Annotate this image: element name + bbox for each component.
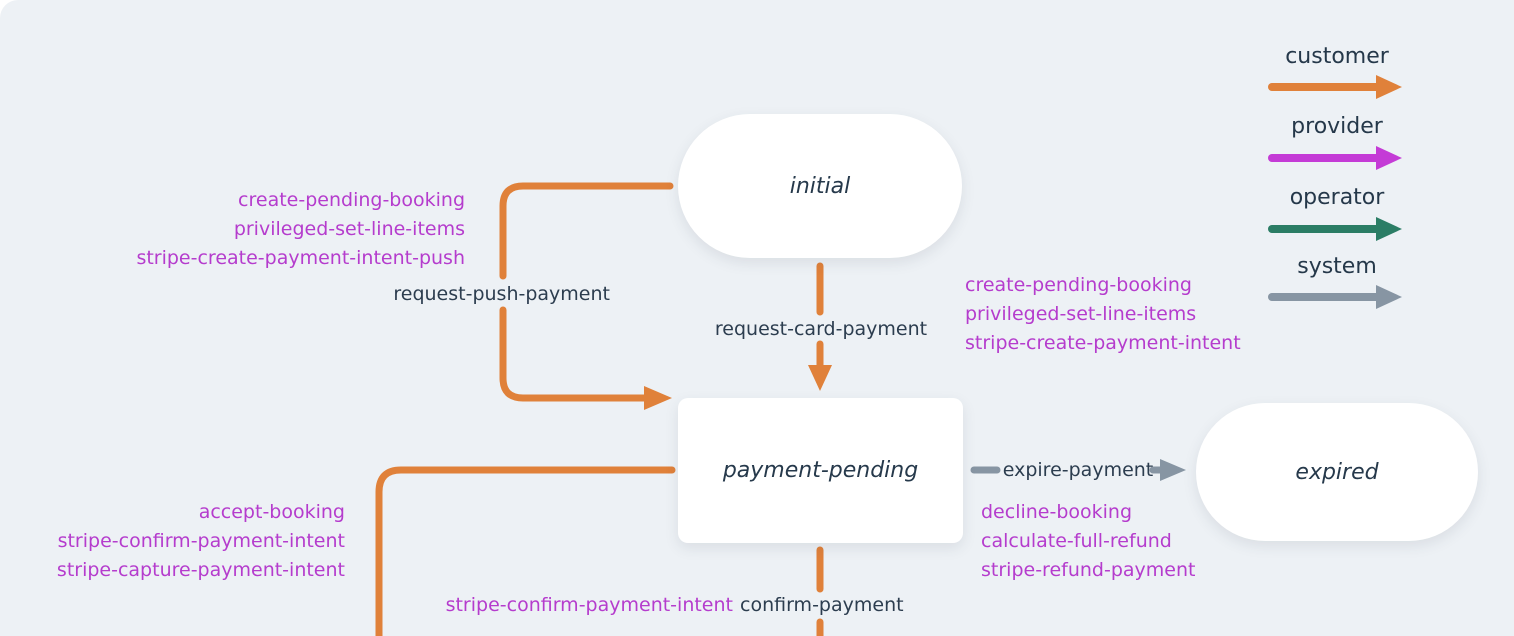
actions-accept-booking: accept-booking stripe-confirm-payment-in… [57,498,345,585]
provider-arrow-icon [1268,146,1402,170]
action-item: stripe-confirm-payment-intent [445,594,733,616]
legend-label-system: system [1297,254,1377,279]
action-item: calculate-full-refund [981,530,1172,552]
state-label-payment-pending: payment-pending [722,458,919,483]
transition-label-confirm-payment: confirm-payment [740,594,904,616]
transition-label-request-card-payment: request-card-payment [714,318,928,340]
actions-request-card-payment: create-pending-booking privileged-set-li… [965,271,1241,358]
edge-accept-booking [375,466,676,636]
arrowhead-icon [808,365,832,391]
state-node-expired: expired [1196,403,1478,541]
action-item: stripe-refund-payment [981,559,1196,581]
action-item: stripe-create-payment-intent [965,332,1241,354]
edge-request-card-payment [808,262,832,391]
legend-label-provider: provider [1291,114,1383,139]
arrowhead-icon [1160,459,1186,481]
operator-arrow-icon [1268,217,1402,241]
action-item: stripe-confirm-payment-intent [57,530,345,552]
transition-label-expire-payment: expire-payment [1002,459,1154,481]
action-item: accept-booking [198,501,345,523]
actions-confirm-payment: stripe-confirm-payment-intent [446,591,733,620]
action-item: decline-booking [981,501,1133,523]
action-item: create-pending-booking [965,274,1192,296]
action-item: privileged-set-line-items [965,303,1197,325]
arrowhead-icon [644,386,672,410]
state-node-initial: initial [678,114,962,258]
customer-arrow-icon [1268,75,1402,99]
edge-request-push-payment [499,182,674,410]
action-item: privileged-set-line-items [233,218,465,240]
legend-label-customer: customer [1285,44,1389,69]
legend-label-operator: operator [1289,185,1385,210]
action-item: stripe-capture-payment-intent [56,559,345,581]
state-node-payment-pending: payment-pending [678,398,963,543]
action-item: stripe-create-payment-intent-push [136,247,465,269]
state-label-initial: initial [789,173,851,199]
system-arrow-icon [1268,285,1402,309]
actions-expire-payment: decline-booking calculate-full-refund st… [981,498,1195,585]
actions-request-push-payment: create-pending-booking privileged-set-li… [136,186,465,273]
action-item: create-pending-booking [238,189,465,211]
transition-label-request-push-payment: request-push-payment [393,283,610,305]
state-label-expired: expired [1295,459,1379,485]
edge-expire-payment [970,459,1186,481]
